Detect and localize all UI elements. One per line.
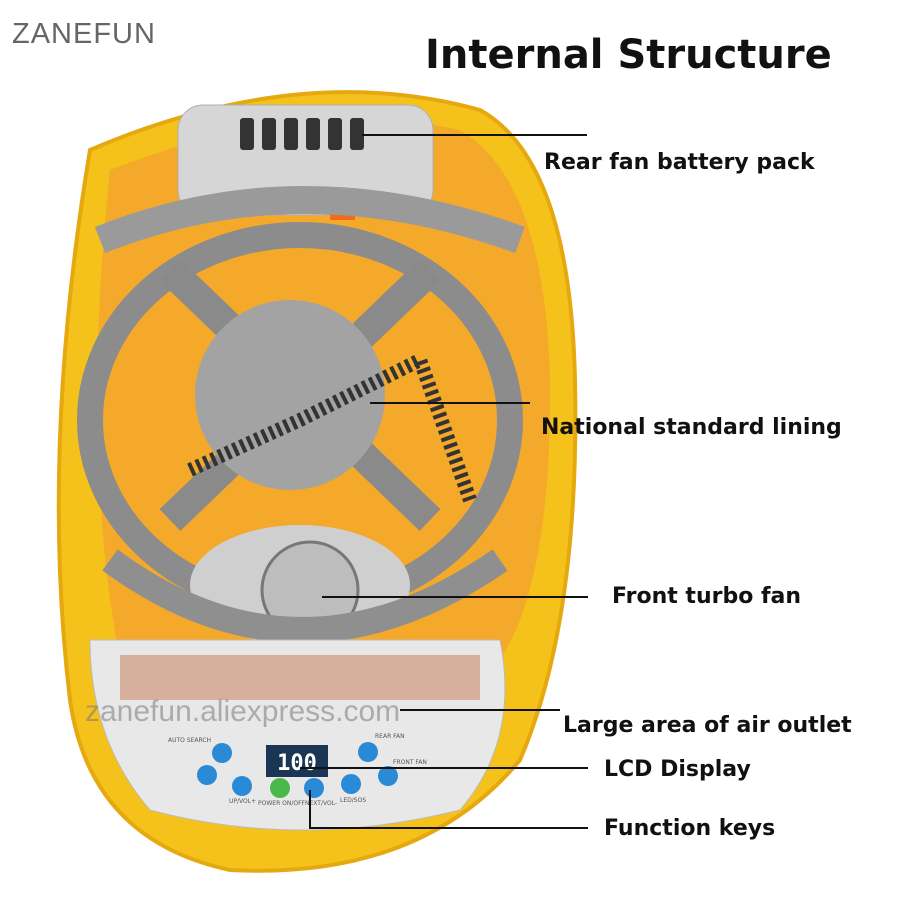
air-outlet — [120, 655, 480, 700]
watermark: zanefun.aliexpress.com — [85, 695, 401, 728]
lcd-value: 100 — [277, 751, 317, 776]
label-lining: National standard lining — [541, 415, 842, 440]
rear-fan-label: REAR FAN — [375, 733, 405, 740]
label-lcd: LCD Display — [604, 757, 751, 782]
front-fan-button[interactable] — [378, 766, 398, 786]
power-label: POWER ON/OFF — [258, 800, 306, 807]
sweatband — [102, 549, 508, 643]
rear-fan-button[interactable] — [358, 742, 378, 762]
page-title: Internal Structure — [425, 32, 832, 78]
brand-logo: ZANEFUN — [12, 18, 156, 50]
fm-button[interactable] — [197, 765, 217, 785]
chin-strap — [187, 350, 477, 503]
callout-lines — [300, 134, 588, 829]
search-button[interactable] — [212, 743, 232, 763]
lcd-frame — [266, 745, 328, 777]
next-vol-button[interactable] — [304, 778, 324, 798]
label-front-fan: Front turbo fan — [612, 584, 802, 609]
led-sos-label: LED/SOS — [340, 797, 366, 804]
battery-vents — [240, 118, 364, 150]
front-fan-label: FRONT FAN — [393, 759, 427, 766]
up-vol-button[interactable] — [232, 776, 252, 796]
label-rear-fan: Rear fan battery pack — [544, 150, 815, 175]
headband — [94, 186, 525, 254]
power-button[interactable] — [270, 778, 290, 798]
next-vol-label: NEXT/VOL- — [305, 800, 337, 807]
label-air-outlet: Large area of air outlet — [563, 713, 852, 738]
up-vol-label: UP/VOL+ — [229, 798, 256, 805]
led-sos-button[interactable] — [341, 774, 361, 794]
auto-search-label: AUTO SEARCH — [168, 737, 211, 744]
label-keys: Function keys — [604, 816, 776, 841]
